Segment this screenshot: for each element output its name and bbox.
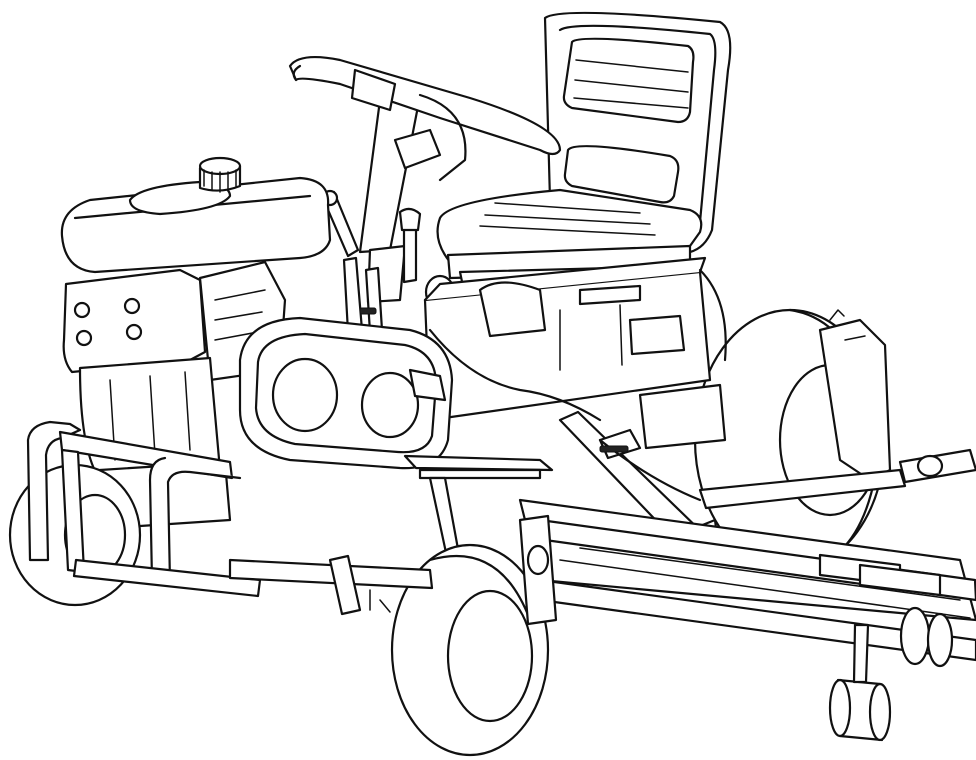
- steering-wheel: [288, 55, 562, 182]
- roller: [828, 623, 892, 742]
- fuel-cap: [198, 156, 242, 193]
- lower-frame: [228, 514, 558, 626]
- front-bumper: [26, 420, 262, 598]
- foot-pedal: [403, 454, 554, 564]
- center-front-wheel: [390, 543, 550, 757]
- spring-detail: [359, 307, 629, 453]
- right-handle-bar: [698, 448, 976, 510]
- engine-fuel-tank: [60, 176, 332, 274]
- seat: [436, 11, 732, 298]
- belt-guard: [238, 316, 454, 470]
